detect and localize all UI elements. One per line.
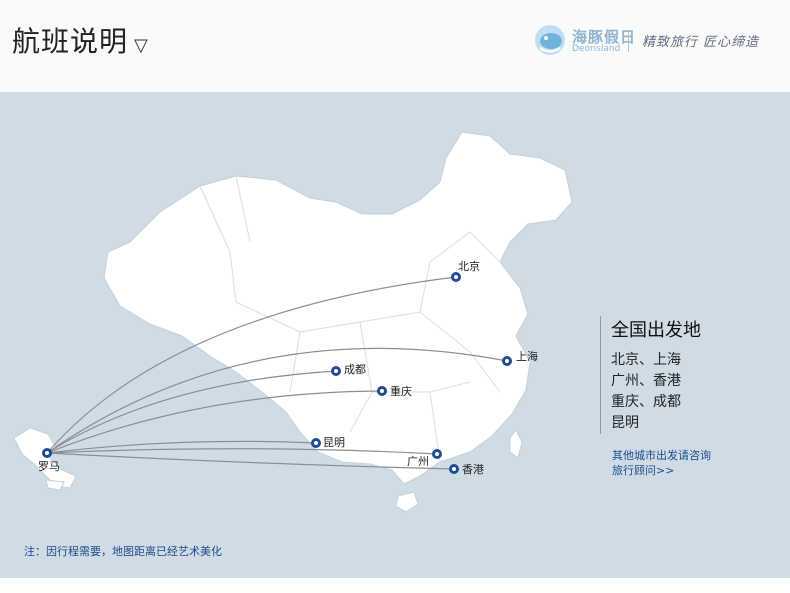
consult-line-2: 旅行顾问>> — [612, 464, 675, 477]
marker-beijing[interactable] — [451, 272, 461, 282]
dolphin-logo-icon — [535, 25, 565, 55]
sicily-island — [45, 479, 65, 491]
label-chengdu: 成都 — [344, 363, 366, 376]
departure-cities-line-2: 广州、香港 — [611, 373, 681, 389]
bottom-strip — [0, 578, 790, 593]
departure-cities-line-4: 昆明 — [611, 415, 639, 431]
toggle-triangle-icon[interactable]: ▽ — [134, 35, 149, 56]
departure-title: 全国出发地 — [611, 320, 701, 341]
label-beijing: 北京 — [458, 259, 480, 273]
page-title-text: 航班说明 — [12, 25, 129, 58]
map-footnote: 注：因行程需要，地图距离已经艺术美化 — [24, 545, 222, 558]
route-map: 罗马 北京 上海 成都 重庆 昆明 广州 香港 全国出发地 北京、上海 广州、香… — [0, 92, 790, 578]
route-beijing — [46, 276, 457, 454]
route-hongkong — [46, 452, 455, 470]
label-hongkong: 香港 — [462, 463, 484, 476]
route-map-svg: 罗马 北京 上海 成都 重庆 昆明 广州 香港 — [13, 131, 573, 513]
brand-logo: 海豚假日 Deorisland 精致旅行 匠心缔造 — [532, 22, 772, 62]
marker-hongkong[interactable] — [449, 464, 459, 474]
marker-kunming[interactable] — [311, 438, 321, 448]
route-chongqing — [46, 390, 383, 454]
marker-guangzhou[interactable] — [432, 449, 442, 459]
departure-cities-line-3: 重庆、成都 — [611, 394, 681, 410]
page-title[interactable]: 航班说明▽ — [12, 20, 149, 60]
label-chongqing: 重庆 — [390, 384, 412, 398]
marker-chengdu[interactable] — [331, 366, 341, 376]
label-rome: 罗马 — [38, 460, 60, 473]
china-landmass — [103, 131, 573, 485]
logo-divider — [628, 30, 629, 52]
marker-shanghai[interactable] — [502, 356, 512, 366]
consult-line-1: 其他城市出发请咨询 — [612, 449, 711, 462]
header: 航班说明▽ 海豚假日 Deorisland 精致旅行 匠心缔造 — [0, 0, 790, 92]
city-markers — [42, 272, 512, 474]
italy-landmass — [13, 427, 77, 489]
departure-info-panel: 全国出发地 北京、上海 广州、香港 重庆、成都 昆明 — [600, 316, 781, 434]
route-kunming — [46, 440, 317, 454]
flight-routes — [46, 276, 508, 470]
departure-cities-line-1: 北京、上海 — [611, 352, 681, 368]
marker-rome[interactable] — [42, 448, 52, 458]
route-shanghai — [46, 347, 508, 454]
marker-chongqing[interactable] — [377, 386, 387, 396]
consult-advisor-link[interactable]: 其他城市出发请咨询 旅行顾问>> — [612, 448, 711, 478]
route-chengdu — [46, 370, 337, 454]
brand-name-en: Deorisland — [572, 44, 621, 54]
route-guangzhou — [46, 448, 438, 455]
hainan-island — [395, 491, 419, 513]
label-shanghai: 上海 — [516, 349, 538, 363]
brand-slogan: 精致旅行 匠心缔造 — [642, 35, 760, 50]
label-kunming: 昆明 — [323, 436, 345, 449]
taiwan-island — [509, 429, 523, 459]
label-guangzhou: 广州 — [407, 455, 429, 468]
brand-name-cn: 海豚假日 — [572, 28, 637, 46]
province-borders — [199, 175, 501, 463]
